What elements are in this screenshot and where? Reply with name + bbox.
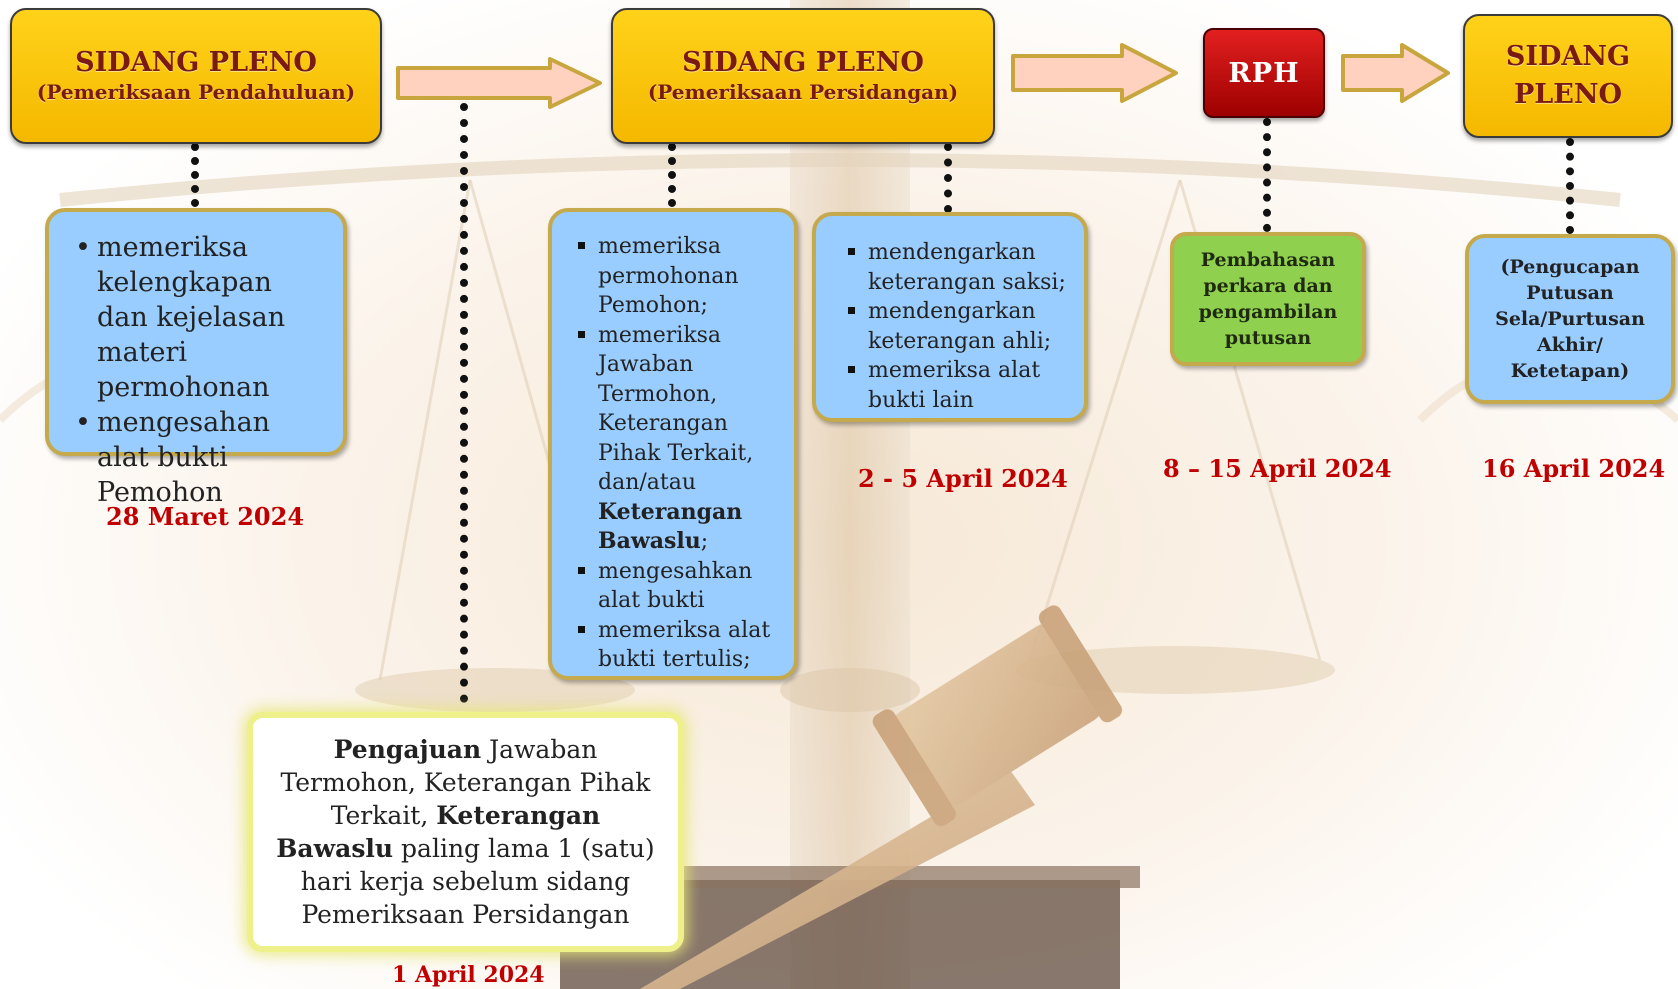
pengajuan-plain-text: paling lama 1 (satu) hari kerja sebelum … <box>300 834 655 929</box>
date-putusan: 16 April 2024 <box>1482 454 1666 483</box>
flow-arrow-3 <box>1341 43 1450 103</box>
detail-list: memeriksa kelengkapan dan kejelasan mate… <box>63 230 327 510</box>
stage-subtitle: (Pemeriksaan Pendahuluan) <box>36 80 356 104</box>
date-persidangan: 2 - 5 April 2024 <box>858 464 1068 493</box>
flow-arrow-1 <box>396 57 602 109</box>
detail-text: Pembahasan perkara dan pengambilan putus… <box>1198 249 1338 349</box>
stage-title: SIDANG PLENO <box>75 47 317 78</box>
date-rph: 8 – 15 April 2024 <box>1163 454 1392 483</box>
stage-title: RPH <box>1228 57 1300 89</box>
list-item: mendengarkan keterangan saksi; <box>838 238 1074 297</box>
list-item: memeriksa permohonan Pemohon; <box>568 232 786 321</box>
stage-sidang-pleno-pendahuluan: SIDANG PLENO (Pemeriksaan Pendahuluan) <box>10 8 382 144</box>
detail-box-persidangan-b: mendengarkan keterangan saksi; mendengar… <box>812 212 1088 422</box>
list-item-text: memeriksa Jawaban Termohon, Keterangan P… <box>598 322 754 496</box>
list-item: mengesahkan alat bukti <box>568 557 786 616</box>
list-item-bold-text: Keterangan Bawaslu <box>598 498 743 555</box>
list-item: memeriksa kelengkapan dan kejelasan mate… <box>63 230 327 405</box>
pengajuan-bold-text: Pengajuan <box>333 735 482 764</box>
detail-list: memeriksa permohonan Pemohon; memeriksa … <box>568 232 786 675</box>
detail-box-putusan: (Pengucapan Putusan Sela/Purtusan Akhir/… <box>1465 234 1675 404</box>
stage-rph: RPH <box>1203 28 1325 118</box>
date-pengajuan: 1 April 2024 <box>392 962 545 988</box>
list-item: memeriksa alat bukti tertulis; <box>568 616 786 675</box>
detail-box-pendahuluan: memeriksa kelengkapan dan kejelasan mate… <box>45 208 347 508</box>
detail-box-rph: Pembahasan perkara dan pengambilan putus… <box>1170 232 1366 366</box>
detail-text: (Pengucapan Putusan Sela/Purtusan Akhir/… <box>1495 256 1645 382</box>
list-item: memeriksa Jawaban Termohon, Keterangan P… <box>568 321 786 557</box>
stage-sidang-pleno-persidangan: SIDANG PLENO (Pemeriksaan Persidangan) <box>611 8 995 144</box>
connector-line-putusan <box>1566 138 1574 234</box>
pengajuan-text: Pengajuan Jawaban Termohon, Keterangan P… <box>273 733 658 931</box>
connector-line-persidangan-b <box>944 143 952 213</box>
stage-title-line2: PLENO <box>1513 79 1623 110</box>
connector-line-pendahuluan <box>191 143 199 207</box>
list-item: mengesahan alat bukti Pemohon <box>63 405 327 510</box>
detail-box-persidangan-a: memeriksa permohonan Pemohon; memeriksa … <box>548 208 798 680</box>
list-item: mendengarkan keterangan ahli; <box>838 297 1074 356</box>
connector-line-rph <box>1263 118 1271 232</box>
pengajuan-plain-text: Jawaban Termohon, Keterangan Pihak Terka… <box>280 735 651 830</box>
list-item-text: ; <box>700 529 709 554</box>
flow-arrow-2 <box>1011 43 1178 103</box>
stage-title: SIDANG PLENO <box>682 47 924 78</box>
connector-line-persidangan-a <box>668 143 676 207</box>
date-pendahuluan: 28 Maret 2024 <box>106 502 305 531</box>
detail-box-pengajuan: Pengajuan Jawaban Termohon, Keterangan P… <box>247 712 684 952</box>
connector-line-pengajuan <box>460 103 468 703</box>
stage-subtitle: (Pemeriksaan Persidangan) <box>647 80 959 104</box>
pengajuan-bold-text: Keterangan Bawaslu <box>276 801 601 863</box>
stage-sidang-pleno-putusan: SIDANG PLENO <box>1463 14 1673 138</box>
detail-list: mendengarkan keterangan saksi; mendengar… <box>838 238 1074 415</box>
stage-title-line1: SIDANG <box>1505 41 1631 72</box>
list-item: memeriksa alat bukti lain <box>838 356 1074 415</box>
